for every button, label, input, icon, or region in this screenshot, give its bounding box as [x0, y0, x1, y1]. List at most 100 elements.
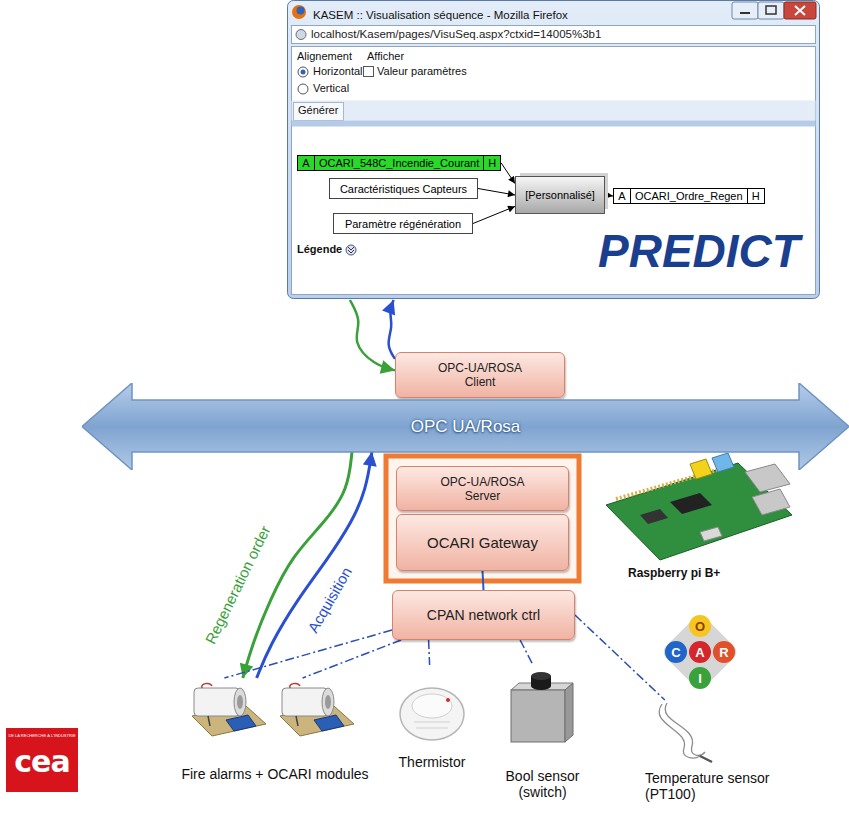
node-text: OCARI_548C_Incendie_Courant [314, 156, 483, 170]
sensor-caption: Temperature sensor (PT100) [645, 700, 810, 802]
label-text: Vertical [313, 82, 349, 95]
cea-logo: DE LA RECHERCHE À L'INDUSTRIE cea [6, 728, 78, 792]
browser-window [766, 6, 776, 14]
order-arrow [350, 300, 395, 370]
node-text: OCARI_Ordre_Regen [630, 189, 747, 203]
node-text: OPC-UA/ROSA Server [435, 475, 530, 503]
node-text: [Personnalisé] [525, 189, 595, 201]
logo-circle: A [689, 641, 711, 663]
smoke-detector-picture [414, 722, 450, 728]
label-text: localhost/Kasem/pages/VisuSeq.aspx?ctxid… [311, 28, 601, 42]
node-text: DE LA RECHERCHE À L'INDUSTRIE [8, 733, 75, 738]
sensor-caption: Thermistor [392, 665, 472, 770]
label-text: Horizontal [313, 65, 363, 78]
raspberry-pi-board [752, 489, 790, 515]
browser-window [348, 247, 354, 253]
flow-arrow [473, 206, 515, 223]
browser-window [298, 67, 308, 77]
label-text: Raspberry pi B+ [628, 566, 720, 580]
browser-window [732, 2, 758, 19]
node-text: Caractéristiques Capteurs [340, 183, 467, 195]
node-text: OPC-UA/ROSA Client [433, 361, 528, 389]
node-text: Fire alarms + OCARI modules [181, 766, 368, 782]
logo-circle: C [665, 641, 687, 663]
radio-link [575, 615, 665, 700]
radio-link [303, 640, 402, 678]
fire-alarm-picture [192, 684, 354, 736]
browser-window [298, 84, 308, 94]
browser-window [795, 6, 805, 15]
acquisition-arrow [389, 300, 395, 359]
sensor-caption: Fire alarms + OCARI modules [160, 678, 390, 782]
raspberry-pi-board [700, 527, 722, 541]
order-arrow [243, 452, 352, 678]
pt100-probe-picture [665, 703, 705, 755]
edge-label: Regeneration order [202, 523, 275, 647]
node-text: H [747, 189, 764, 203]
flow-arrow [605, 195, 613, 196]
label-text: Générer [298, 104, 338, 117]
browser-window [292, 47, 816, 295]
raspberry-pi-board [606, 453, 792, 560]
label-text: Valeur paramètres [377, 65, 467, 78]
node-text: R [719, 646, 728, 659]
sensor-caption: Bool sensor (switch) [495, 665, 590, 800]
browser-window [294, 103, 344, 121]
gateway-frame [386, 456, 579, 581]
pt100-probe-picture [659, 703, 712, 762]
browser-window [288, 1, 820, 299]
acquisition-arrow [257, 452, 372, 678]
raspberry-pi-board [745, 464, 790, 492]
controller-box: CPAN network ctrl [392, 590, 575, 640]
label-text: Légende [297, 243, 342, 256]
gateway-box: OCARI Gateway [396, 514, 569, 571]
smoke-detector-picture [400, 688, 464, 740]
browser-window [292, 121, 816, 127]
bus-arrow-shape [82, 383, 849, 470]
switch-picture [511, 672, 573, 742]
node-text: KASEM :: Visualisation séquence - Mozill… [313, 9, 568, 21]
raspberry-pi-board [616, 466, 731, 499]
browser-window [296, 30, 306, 40]
smoke-detector-picture [412, 694, 452, 718]
label-text: Alignement [297, 50, 352, 63]
node-text: Paramètre régénération [345, 218, 461, 230]
radio-link [520, 640, 533, 665]
raspberry-pi-board [640, 509, 668, 524]
function-block: [Personnalisé] [515, 176, 605, 214]
browser-window [784, 2, 816, 19]
fire-alarm-picture [192, 684, 266, 736]
server-box: OPC-UA/ROSA Server [396, 466, 569, 511]
browser-window [297, 7, 305, 15]
node-text: cea [14, 744, 69, 780]
flow-arrow [501, 163, 515, 184]
node-text: Temperature sensor (PT100) [645, 770, 785, 802]
ocari-logo [660, 612, 739, 691]
browser-window [758, 2, 784, 19]
gateway-frame [386, 456, 579, 581]
signal-box: AOCARI_548C_Incendie_CourantH [297, 155, 501, 171]
signal-box: AOCARI_Ordre_RegenH [613, 188, 765, 204]
switch-picture [511, 683, 573, 690]
switch-picture [531, 682, 551, 690]
node-text: OCARI Gateway [427, 534, 538, 551]
node-text: I [698, 672, 702, 685]
node-text: A [614, 189, 630, 203]
node-text: O [695, 620, 705, 633]
smoke-detector-picture [400, 688, 464, 740]
input-box: Paramètre régénération [333, 213, 473, 234]
logo-circle: I [689, 667, 711, 689]
node-text: Bool sensor (switch) [498, 768, 588, 800]
node-text: C [671, 646, 680, 659]
label-text: PREDICT [598, 224, 800, 279]
ocari-logo [660, 612, 739, 691]
flow-arrow [478, 189, 515, 196]
client-box: OPC-UA/ROSA Client [395, 352, 565, 398]
browser-window [301, 70, 306, 75]
edge-label: Acquisition [304, 564, 356, 636]
bus-arrow: OPC UA/Rosa [82, 383, 849, 470]
browser-window [364, 67, 374, 77]
browser-window [740, 12, 750, 14]
